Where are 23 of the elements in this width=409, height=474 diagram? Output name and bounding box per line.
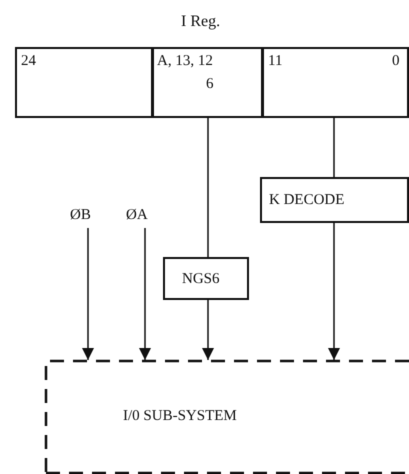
register-field [262, 47, 409, 118]
subsystem-box [45, 360, 409, 474]
bit-number: 24 [21, 52, 36, 70]
bit-number: 0 [392, 52, 400, 70]
register-field [152, 47, 263, 118]
arrow [82, 228, 94, 360]
arrow [328, 223, 340, 360]
box-label: K DECODE [269, 191, 344, 209]
arrow [202, 300, 214, 360]
signal-label: ØA [126, 206, 148, 224]
connector-line [333, 118, 335, 177]
bit-number: 6 [206, 75, 214, 93]
connector-line [207, 118, 209, 257]
bit-number: 11 [268, 52, 282, 70]
register-title: I Reg. [181, 13, 220, 31]
register-field [15, 47, 153, 118]
gate-box [163, 257, 249, 300]
arrow [139, 228, 151, 360]
decode-box [260, 177, 409, 223]
bit-number: A, 13, 12 [157, 52, 213, 70]
box-label: I/0 SUB-SYSTEM [123, 407, 237, 425]
signal-label: ØB [70, 206, 91, 224]
box-label: NGS6 [182, 270, 220, 288]
